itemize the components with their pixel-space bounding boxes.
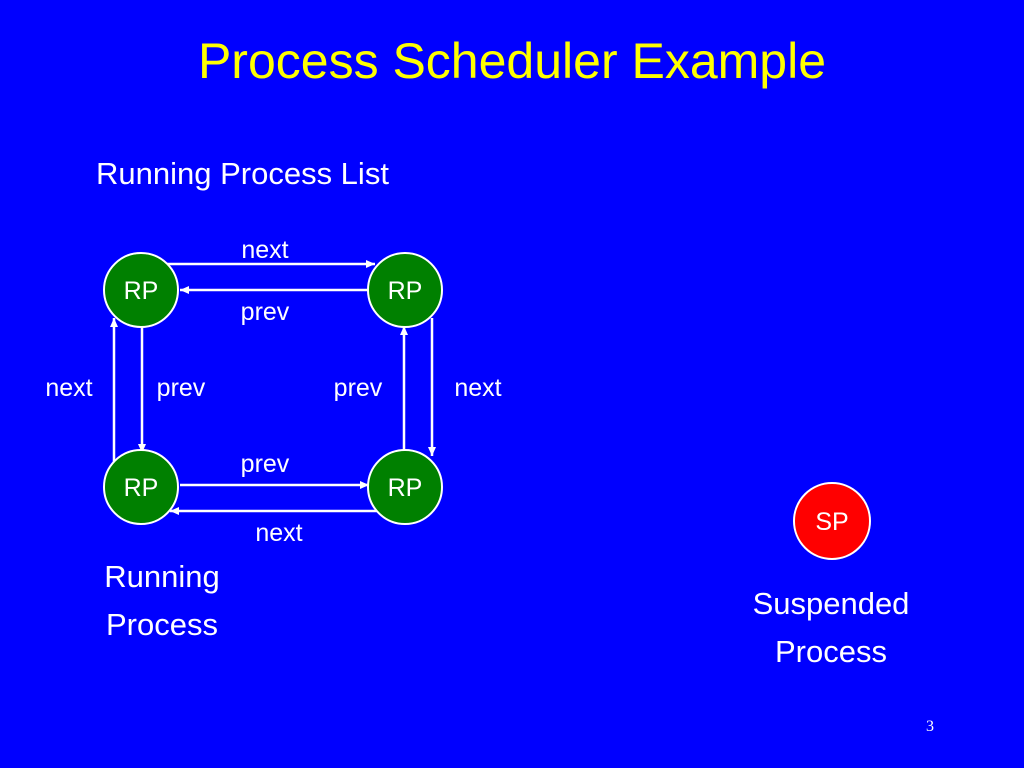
running-process-node: RP (103, 252, 179, 328)
suspended-process-caption: Suspended Process (716, 580, 946, 676)
running-list-heading: Running Process List (96, 156, 389, 191)
running-process-node: RP (103, 449, 179, 525)
slide-title: Process Scheduler Example (197, 33, 827, 89)
caption-line: Running (104, 559, 220, 594)
right-prev-label: prev (334, 374, 383, 402)
node-label: RP (124, 474, 159, 502)
caption-line: Process (106, 607, 218, 642)
running-process-node: RP (367, 449, 443, 525)
page-number: 3 (926, 718, 934, 735)
node-label: RP (388, 474, 423, 502)
suspended-process-node: SP (793, 482, 871, 560)
running-process-caption: Running Process (72, 553, 252, 649)
node-label: SP (815, 508, 848, 536)
left-next-label: next (45, 374, 92, 402)
node-label: RP (388, 277, 423, 305)
left-prev-label: prev (157, 374, 206, 402)
running-process-node: RP (367, 252, 443, 328)
bottom-next-label: next (255, 519, 302, 547)
node-label: RP (124, 277, 159, 305)
top-prev-label: prev (241, 298, 290, 326)
caption-line: Process (775, 634, 887, 669)
bottom-prev-label: prev (241, 450, 290, 478)
caption-line: Suspended (752, 586, 910, 621)
top-next-label: next (241, 236, 288, 264)
right-next-label: next (454, 374, 501, 402)
